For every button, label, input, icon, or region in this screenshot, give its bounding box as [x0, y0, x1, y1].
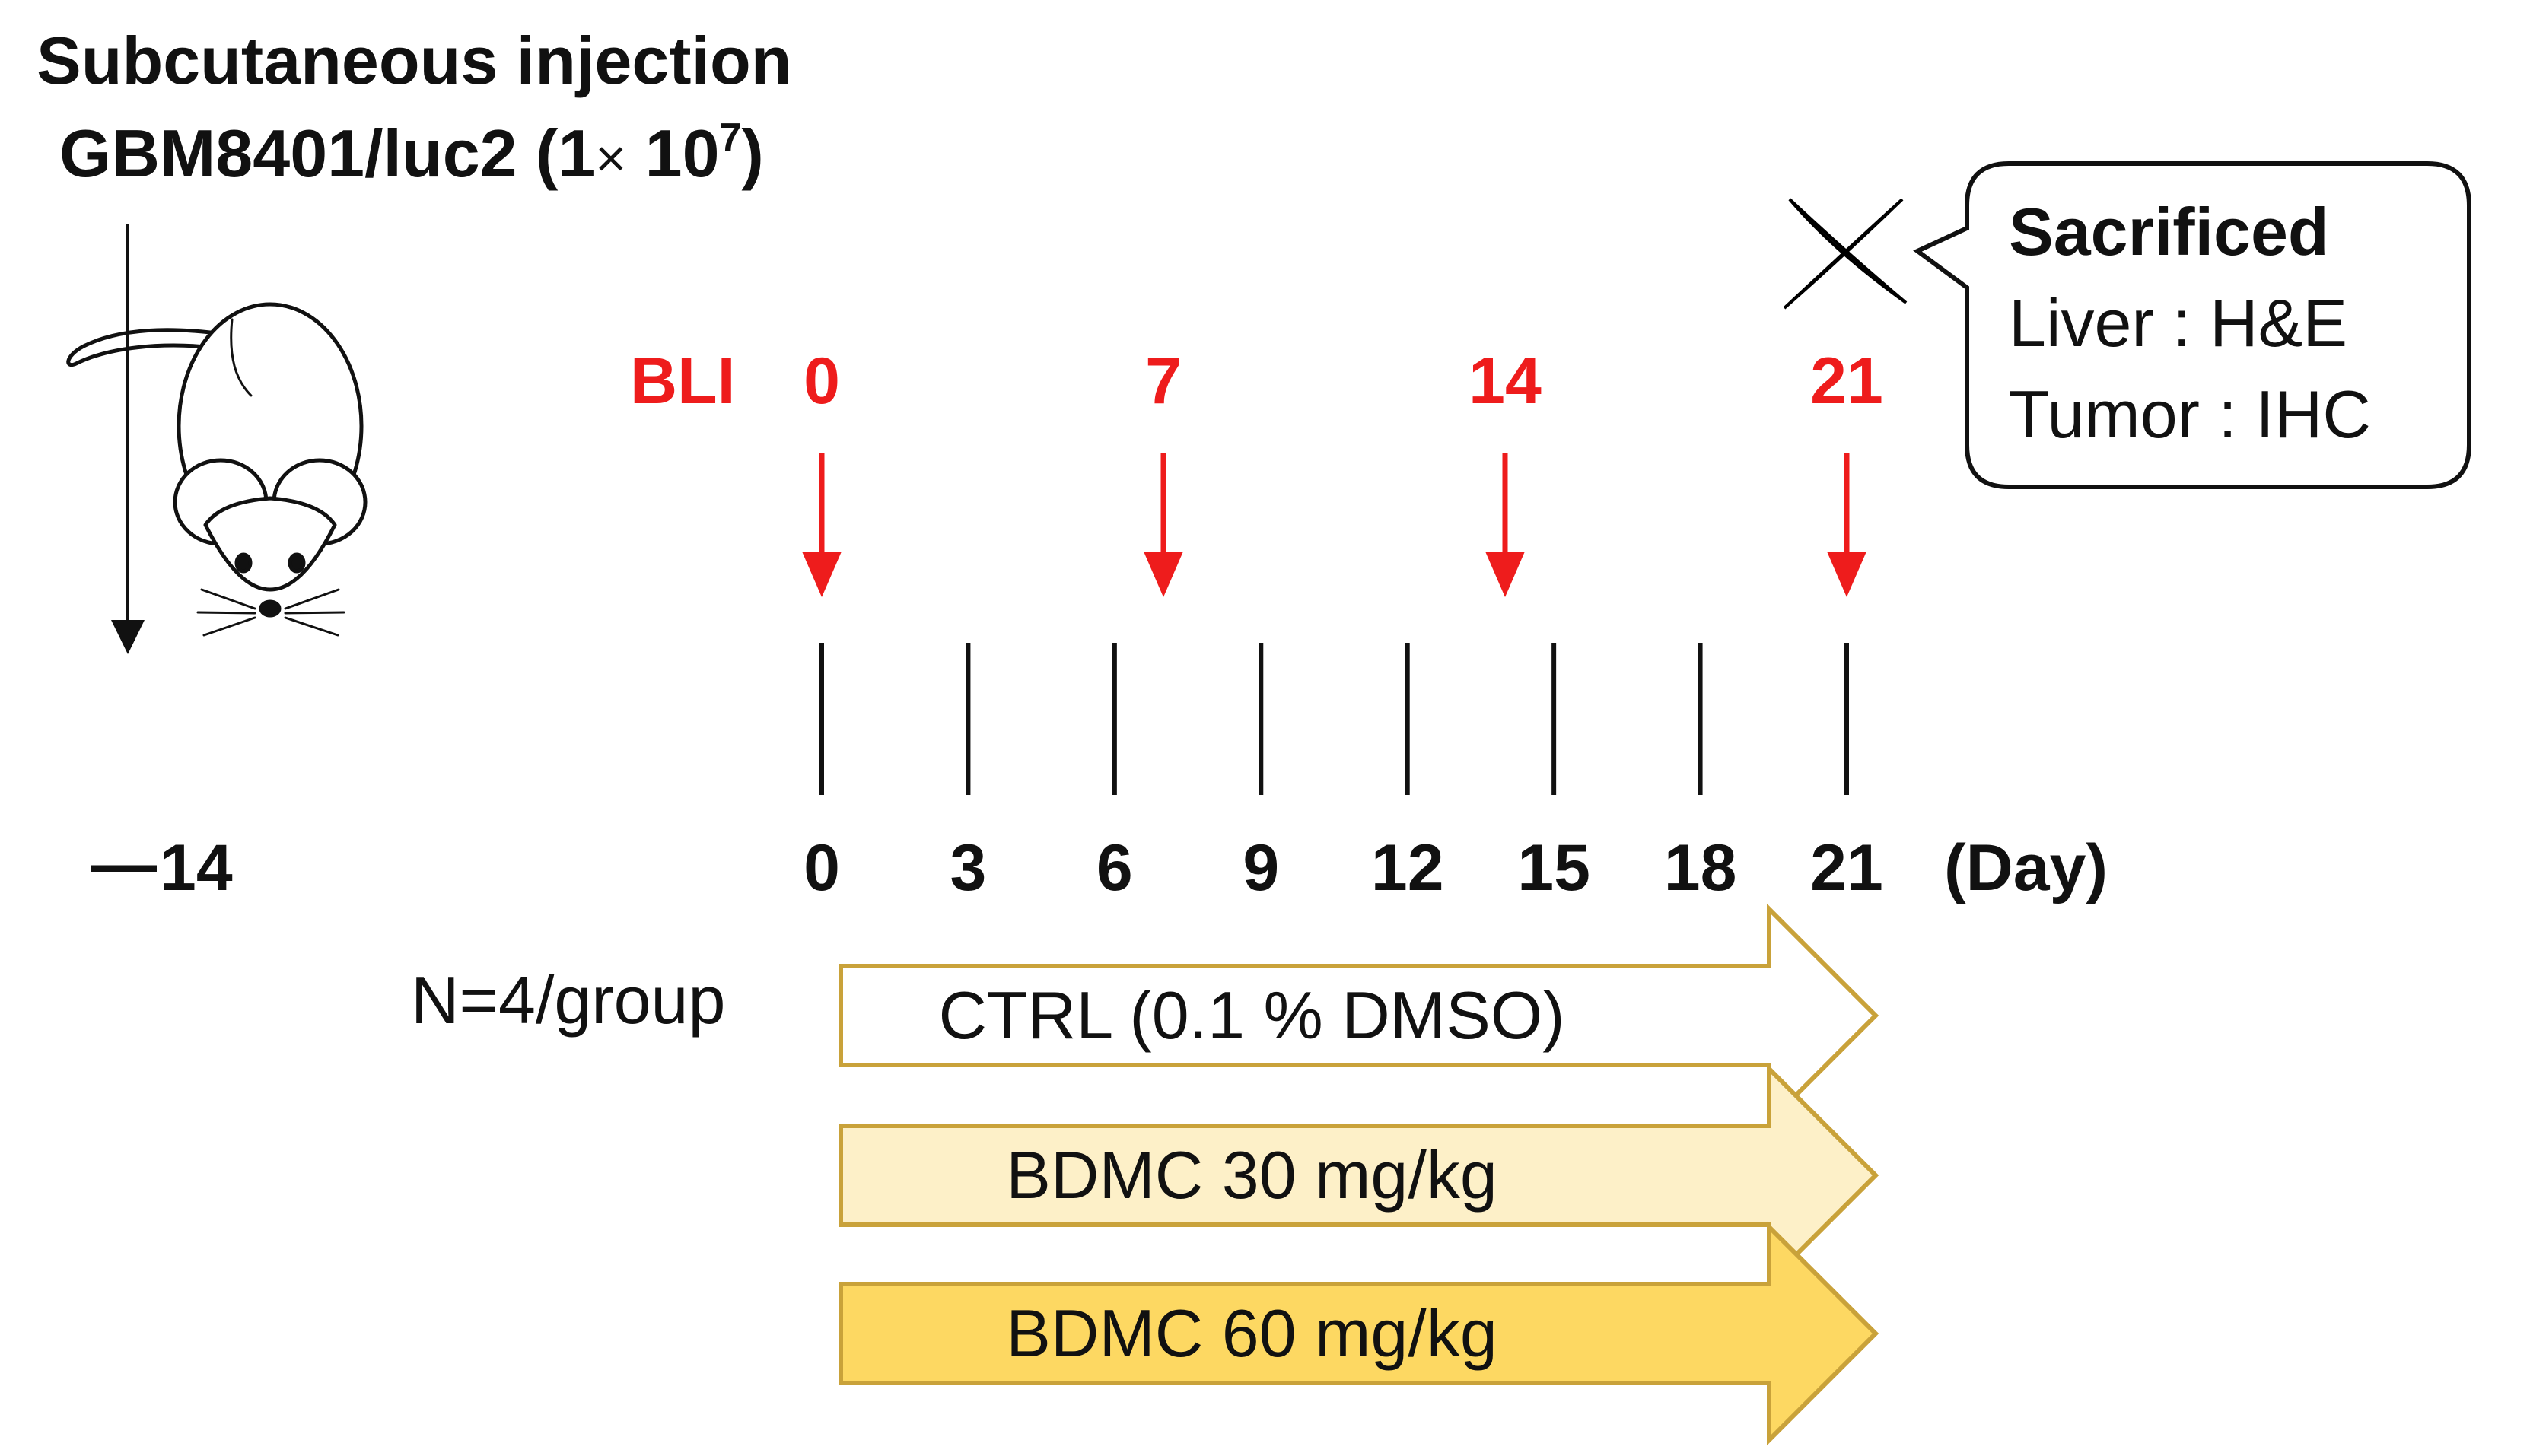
sacrificed-liver: Liver : H&E — [2009, 285, 2347, 361]
sacrificed-title: Sacrificed — [2009, 194, 2329, 269]
bli-day-7: 7 — [1145, 345, 1182, 418]
tick-label-0: 0 — [804, 831, 840, 904]
sacrificed-tumor: Tumor : IHC — [2009, 377, 2371, 452]
start-day-label: 14 — [160, 831, 233, 904]
tick-label-15: 15 — [1517, 831, 1590, 904]
bli-day-0: 0 — [804, 345, 840, 418]
injection-title-line1: Subcutaneous injection — [37, 23, 792, 98]
timeline-ticks: 0 3 6 9 12 15 18 21 — [804, 643, 1883, 904]
bli-arrow-head-7 — [1144, 552, 1183, 597]
tick-label-3: 3 — [950, 831, 987, 904]
tick-label-6: 6 — [1096, 831, 1133, 904]
injection-title-line2: GBM8401/luc2 (1× 107) — [59, 116, 764, 191]
bli-arrow-head-0 — [802, 552, 842, 597]
mouse-icon — [66, 302, 368, 637]
group-label-3: BDMC 60 mg/kg — [1006, 1295, 1497, 1371]
sacrificed-callout: Sacrificed Liver : H&E Tumor : IHC — [1913, 161, 2471, 489]
group-arrow-1 — [839, 903, 1879, 1128]
tick-label-12: 12 — [1371, 831, 1444, 904]
sacrifice-cross-icon — [1783, 198, 1908, 310]
injection-arrow — [111, 224, 145, 654]
tick-label-21: 21 — [1810, 831, 1883, 904]
group-arrow-2 — [839, 1063, 1879, 1288]
tick-label-18: 18 — [1664, 831, 1737, 904]
start-dash: — — [91, 828, 157, 901]
tick-label-9: 9 — [1243, 831, 1279, 904]
bli-day-21: 21 — [1810, 345, 1883, 418]
bli-markers: 0 7 14 21 — [802, 345, 1883, 597]
group-label-1: CTRL (0.1 % DMSO) — [938, 978, 1564, 1053]
bli-arrow-head-21 — [1827, 552, 1866, 597]
bli-label: BLI — [630, 345, 736, 418]
bli-day-14: 14 — [1469, 345, 1542, 418]
group-label-2: BDMC 30 mg/kg — [1006, 1137, 1497, 1213]
bli-arrow-head-14 — [1485, 552, 1525, 597]
day-unit-label: (Day) — [1944, 831, 2108, 904]
group-size-label: N=4/group — [411, 962, 725, 1038]
group-arrow-3 — [839, 1221, 1879, 1446]
